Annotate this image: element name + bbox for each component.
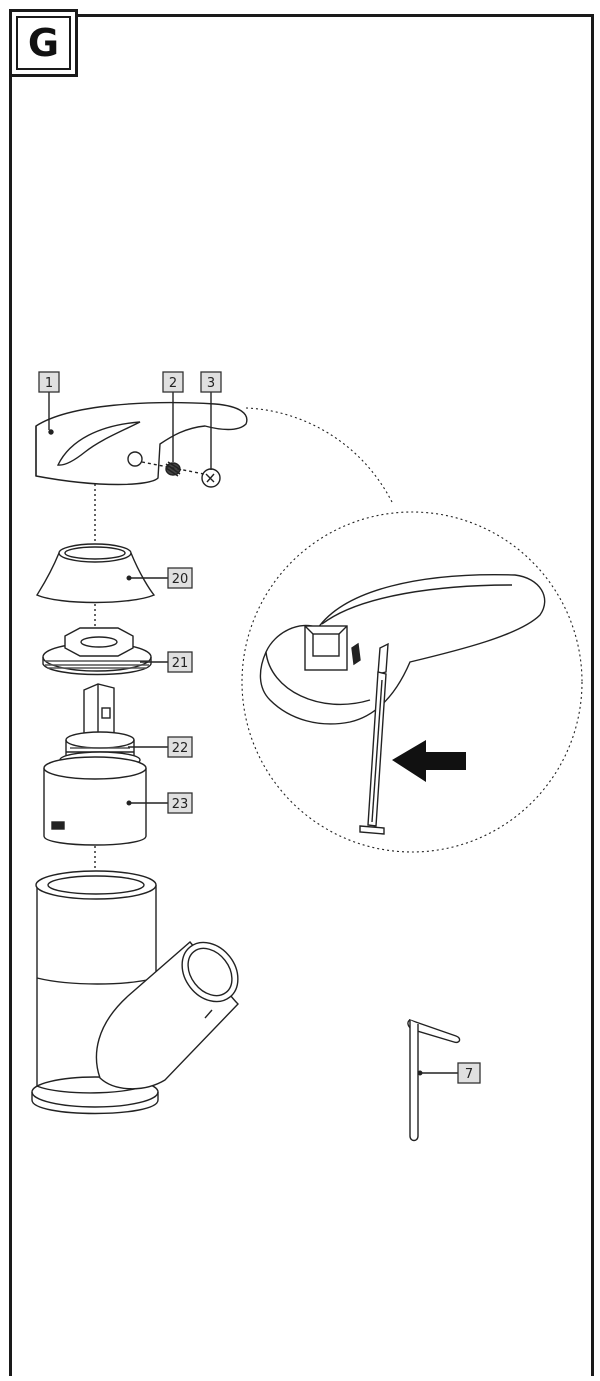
callout-2: 2 — [162, 371, 184, 393]
svg-text:1: 1 — [45, 376, 53, 391]
callout-23: 23 — [167, 792, 193, 814]
allen-key — [407, 1018, 461, 1142]
direction-arrow — [392, 740, 466, 782]
faucet-body — [31, 870, 239, 1115]
callout-1: 1 — [38, 371, 60, 393]
dome-cover — [35, 543, 156, 604]
svg-text:22: 22 — [172, 741, 189, 756]
detail-handle — [259, 573, 546, 725]
cartridge-body — [43, 756, 147, 846]
callout-22: 22 — [167, 736, 193, 758]
svg-text:2: 2 — [169, 376, 177, 391]
callout-7: 7 — [457, 1062, 481, 1084]
section-badge: G — [9, 9, 78, 77]
cartridge-stem — [59, 683, 141, 769]
set-screw — [165, 461, 182, 477]
svg-text:7: 7 — [465, 1067, 473, 1082]
callout-21: 21 — [167, 651, 193, 673]
detail-allen-key — [359, 671, 387, 835]
handle-lever — [35, 401, 248, 486]
detail-circle — [241, 511, 583, 853]
cover-cap — [201, 468, 221, 488]
svg-text:20: 20 — [172, 572, 189, 587]
page-frame — [9, 14, 594, 1376]
svg-text:3: 3 — [207, 376, 215, 391]
svg-text:21: 21 — [172, 656, 189, 671]
threaded-nut — [42, 627, 152, 676]
callout-20: 20 — [167, 567, 193, 589]
callout-3: 3 — [200, 371, 222, 393]
svg-text:23: 23 — [172, 797, 189, 812]
section-letter: G — [16, 16, 71, 70]
